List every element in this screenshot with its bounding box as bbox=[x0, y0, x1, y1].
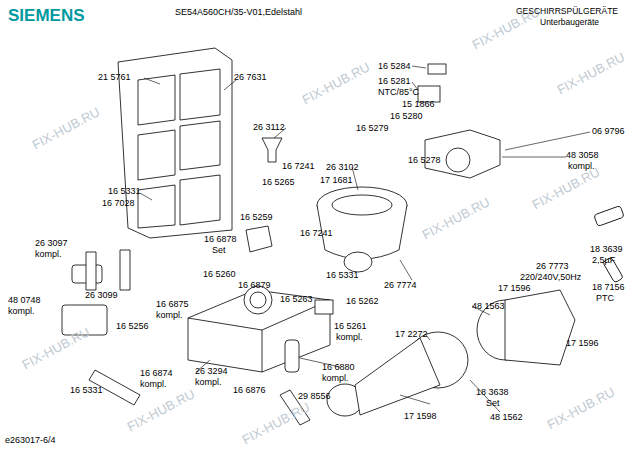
part-number: 17 1596 bbox=[566, 339, 599, 348]
part-number: 26 3294 bbox=[195, 367, 228, 376]
part-number: 16 5256 bbox=[116, 322, 149, 331]
part-number: 48 1562 bbox=[490, 413, 523, 422]
part-number: 16 5261 bbox=[334, 322, 367, 331]
watermark: FIX-HUB.RU bbox=[20, 325, 92, 371]
category-text: Unterbaugeräte bbox=[540, 18, 599, 27]
part-number: 21 5761 bbox=[98, 73, 131, 82]
part-number: 16 5281 bbox=[378, 77, 411, 86]
part-number: PTC bbox=[596, 294, 614, 303]
part-number: 16 6874 bbox=[140, 369, 173, 378]
drawing-code: e263017-6/4 bbox=[5, 436, 56, 445]
part-number: 48 0748 bbox=[8, 296, 41, 305]
part-number: 48 3058 bbox=[566, 151, 599, 160]
capacitor-body bbox=[594, 206, 624, 227]
part-number: 16 5278 bbox=[408, 156, 441, 165]
part-number: 18 7156 bbox=[592, 283, 625, 292]
part-number: 16 6879 bbox=[238, 281, 271, 290]
part-number: 26 3099 bbox=[85, 291, 118, 300]
part-number: 16 6875 bbox=[156, 300, 189, 309]
part-number: 16 6876 bbox=[233, 386, 266, 395]
water-pocket bbox=[118, 48, 232, 238]
heater-port bbox=[446, 148, 470, 172]
part-number: 26 7774 bbox=[384, 281, 417, 290]
leader-lines bbox=[140, 66, 590, 412]
watermark: FIX-HUB.RU bbox=[555, 50, 627, 96]
part-number: 16 5331 bbox=[108, 187, 141, 196]
springs bbox=[86, 250, 130, 290]
panel-ribs bbox=[138, 69, 220, 228]
salt-cap-inner bbox=[250, 292, 266, 308]
watermark: FIX-HUB.RU bbox=[420, 195, 492, 241]
part-number: kompl. bbox=[35, 250, 62, 259]
part-number: 16 5265 bbox=[262, 178, 295, 187]
part-number: kompl. bbox=[568, 162, 595, 171]
part-number: 17 1598 bbox=[404, 412, 437, 421]
part-number: 17 1681 bbox=[320, 176, 353, 185]
part-number: Set bbox=[212, 246, 226, 255]
part-number: 29 8556 bbox=[298, 392, 331, 401]
sensor bbox=[285, 340, 299, 372]
part-number: 2,5µF bbox=[592, 256, 615, 265]
part-number: 16 5260 bbox=[203, 270, 236, 279]
brand-logo: SIEMENS bbox=[8, 7, 85, 24]
part-number: 17 2272 bbox=[395, 330, 428, 339]
part-number: 16 5259 bbox=[240, 213, 273, 222]
part-number: 220/240V,50Hz bbox=[520, 273, 581, 282]
part-number: kompl. bbox=[140, 380, 167, 389]
part-number: 16 5331 bbox=[326, 271, 359, 280]
pump-body bbox=[355, 338, 440, 415]
part-number: kompl. bbox=[156, 311, 183, 320]
part-number: 26 3102 bbox=[326, 163, 359, 172]
part-number: 15 1866 bbox=[402, 100, 435, 109]
clip bbox=[315, 300, 333, 314]
connector bbox=[428, 64, 446, 74]
part-number: 16 7028 bbox=[102, 199, 135, 208]
part-number: 16 5280 bbox=[390, 112, 423, 121]
sump-inner bbox=[332, 195, 392, 215]
part-number: 26 7631 bbox=[234, 73, 267, 82]
cap-piece bbox=[246, 226, 272, 252]
category-text: GESCHIRRSPÜLGERÄTE bbox=[516, 7, 618, 16]
part-number: 16 5279 bbox=[356, 124, 389, 133]
sump-outlet bbox=[344, 252, 372, 272]
part-number: 16 5262 bbox=[346, 297, 379, 306]
part-number: 16 7241 bbox=[282, 162, 315, 171]
funnel bbox=[262, 138, 282, 162]
part-number: NTC/85°C bbox=[378, 88, 419, 97]
part-number: 48 1563 bbox=[472, 302, 505, 311]
part-number: 16 6878 bbox=[204, 235, 237, 244]
motor-case bbox=[505, 290, 575, 365]
part-number: kompl. bbox=[336, 333, 363, 342]
part-number: 16 5263 bbox=[280, 295, 313, 304]
part-number: 26 3112 bbox=[253, 123, 285, 132]
flow-heater bbox=[425, 130, 500, 178]
part-number: 18 3638 bbox=[476, 388, 509, 397]
part-number: 16 6880 bbox=[322, 363, 355, 372]
part-number: kompl. bbox=[195, 378, 222, 387]
part-number: Set bbox=[486, 399, 500, 408]
part-number: kompl. bbox=[8, 307, 35, 316]
part-number: 18 3639 bbox=[590, 245, 623, 254]
part-number: 06 9796 bbox=[592, 127, 625, 136]
salt-cap bbox=[244, 286, 272, 314]
part-number: 16 7241 bbox=[300, 229, 333, 238]
watermark: FIX-HUB.RU bbox=[30, 105, 102, 151]
part-number: 16 5284 bbox=[378, 62, 411, 71]
watermark: FIX-HUB.RU bbox=[545, 385, 617, 431]
part-number: 17 1596 bbox=[498, 284, 531, 293]
model-number: SE54A560CH/35-V01,Edelstahl bbox=[175, 8, 302, 17]
part-number: 16 5331 bbox=[70, 386, 103, 395]
watermark: FIX-HUB.RU bbox=[530, 165, 602, 211]
watermark: FIX-HUB.RU bbox=[300, 60, 372, 106]
part-number: kompl. bbox=[322, 374, 349, 383]
part-number: 26 7773 bbox=[536, 262, 569, 271]
part-number: 26 3097 bbox=[35, 239, 68, 248]
